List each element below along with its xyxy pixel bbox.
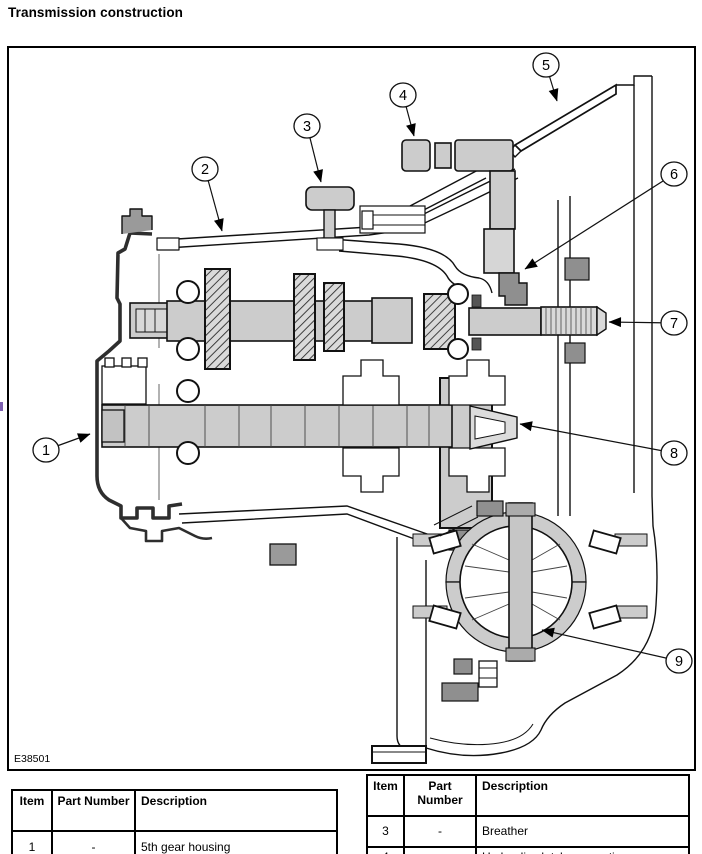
seal-part-item6 [498, 272, 528, 306]
col-header-description: Description [475, 774, 690, 817]
table-header-row: Item Part Number Description [366, 774, 690, 817]
synchro-hub-left [101, 357, 148, 405]
item-cell: 4 [366, 846, 405, 854]
description-cell: 5th gear housing [134, 830, 338, 854]
parts-table-right: Item Part Number Description 3 - Breathe… [366, 774, 690, 854]
parts-table-left: Item Part Number Description 1 - 5th gea… [11, 789, 338, 854]
part-number-cell: - [51, 830, 136, 854]
svg-text:4: 4 [399, 88, 407, 104]
item-cell: 3 [366, 815, 405, 848]
ball-bearings [176, 280, 469, 465]
taper-bearing [428, 604, 462, 630]
col-header-part-number: Part Number [403, 774, 477, 817]
col-header-part-number: Part Number [51, 789, 136, 832]
splined-shaft-end [540, 306, 598, 336]
col-header-item: Item [366, 774, 405, 817]
svg-text:6: 6 [670, 167, 678, 183]
differential-assembly [412, 500, 648, 702]
gear-hatched-1 [204, 268, 231, 370]
synchro-hub-upper-2 [448, 359, 506, 406]
table-header-row: Item Part Number Description [11, 789, 338, 832]
output-shaft [101, 359, 518, 566]
svg-text:2: 2 [201, 162, 209, 178]
breather-part [305, 186, 355, 251]
table-row: 1 - 5th gear housing [11, 830, 338, 854]
callout-7: 7 [608, 310, 688, 336]
svg-text:3: 3 [303, 119, 311, 135]
fifth-gear-housing-cover [95, 208, 213, 543]
taper-bearing [588, 529, 622, 555]
svg-text:8: 8 [670, 446, 678, 462]
callout-2: 2 [191, 156, 224, 232]
svg-text:9: 9 [675, 654, 683, 670]
synchro-hub-lower-1 [342, 447, 400, 493]
callout-1: 1 [32, 433, 91, 463]
callout-4: 4 [389, 82, 417, 137]
svg-text:7: 7 [670, 316, 678, 332]
callout-3: 3 [293, 113, 323, 183]
col-header-description: Description [134, 789, 338, 832]
figure-box: 1 2 3 4 [7, 46, 696, 771]
synchro-hub-lower-2 [448, 447, 506, 493]
figure-code: E38501 [14, 753, 50, 765]
callout-5: 5 [532, 52, 560, 102]
callout-9: 9 [541, 627, 693, 674]
description-cell: Hydraulic clutch connection [475, 846, 690, 854]
item-cell: 1 [11, 830, 53, 854]
svg-text:1: 1 [42, 443, 50, 459]
col-header-item: Item [11, 789, 53, 832]
table-row: 3 - Breather [366, 815, 690, 848]
part-number-cell [403, 846, 477, 854]
svg-text:5: 5 [542, 58, 550, 74]
table-row: 4 Hydraulic clutch connection [366, 846, 690, 854]
input-shaft [129, 257, 607, 370]
description-cell: Breather [475, 815, 690, 848]
callout-6: 6 [524, 161, 688, 270]
hydraulic-clutch-connection-part [401, 139, 528, 306]
margin-artifact [0, 402, 3, 411]
taper-bearing [588, 604, 622, 630]
part-number-cell: - [403, 815, 477, 848]
gear-hatched-4 [423, 293, 456, 350]
callout-8: 8 [519, 421, 688, 466]
page-title: Transmission construction [8, 5, 184, 20]
differential-pin [508, 502, 533, 662]
callouts: 1 2 3 4 [32, 52, 693, 674]
synchro-hub-upper-1 [342, 359, 400, 406]
gear-hatched-3 [323, 282, 345, 352]
gear-hatched-2 [293, 273, 316, 361]
transmission-cross-section-diagram: 1 2 3 4 [14, 52, 693, 765]
gearbox-housing [158, 75, 658, 764]
